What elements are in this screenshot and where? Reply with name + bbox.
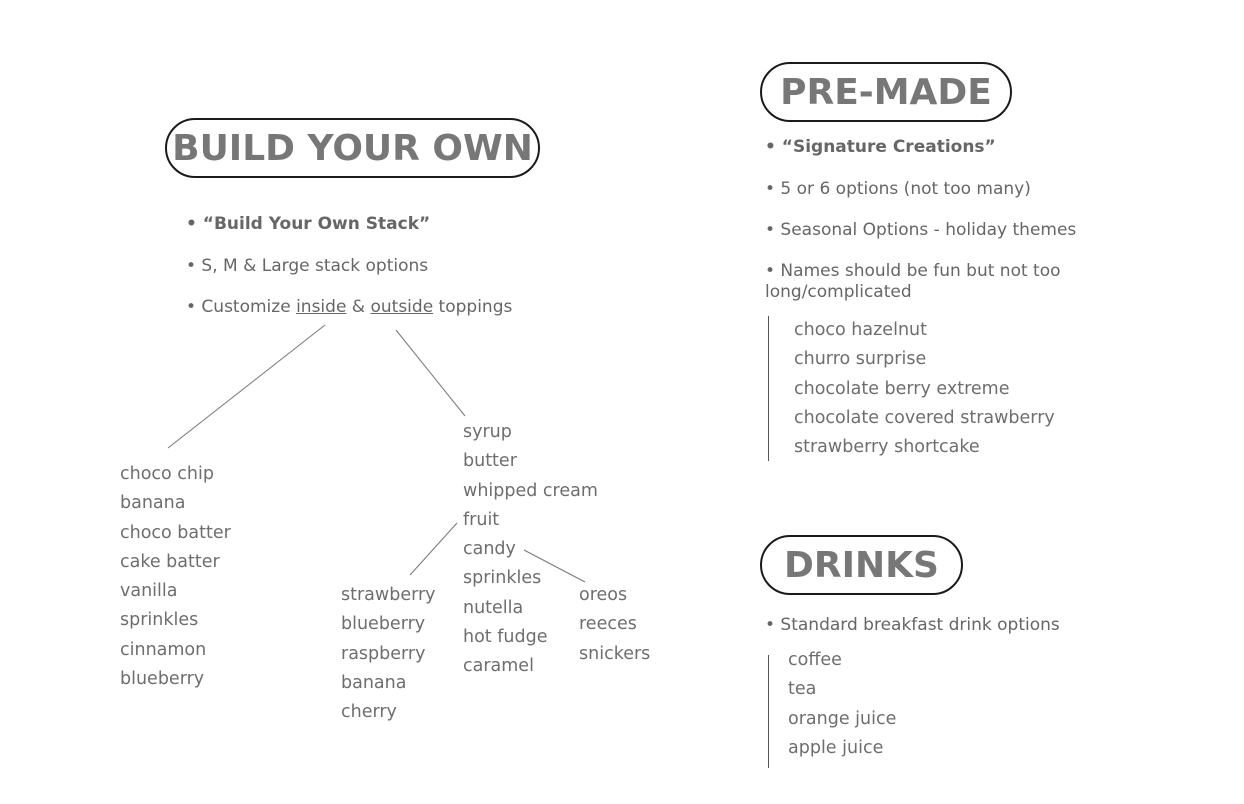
list-item: sprinkles xyxy=(463,568,542,589)
fruit-options-list: strawberry blueberry raspberry banana ch… xyxy=(341,581,436,727)
pre-made-title: PRE-MADE xyxy=(780,71,992,113)
premade-options-divider xyxy=(768,316,769,461)
list-item: choco hazelnut xyxy=(794,320,927,340)
inside-toppings-list: choco chip banana choco batter cake batt… xyxy=(120,460,231,694)
customize-amp: & xyxy=(346,297,371,317)
list-item: nutella xyxy=(463,597,524,618)
drinks-title: DRINKS xyxy=(784,544,939,586)
list-item: snickers xyxy=(579,643,651,664)
list-item: whipped cream xyxy=(463,480,598,501)
list-item: choco batter xyxy=(120,522,231,543)
outside-toppings-list: syrup butter whipped cream fruit candy s… xyxy=(463,418,598,682)
pre-made-header: PRE-MADE xyxy=(760,62,1012,122)
list-item: chocolate berry extreme xyxy=(794,378,1010,399)
candy-options-list: oreos reeces snickers xyxy=(579,581,650,669)
connector-candy xyxy=(523,549,586,583)
drinks-bullet-standard: • Standard breakfast drink options xyxy=(765,615,1060,635)
list-item: coffee xyxy=(788,650,842,670)
build-bullet-sizes: • S, M & Large stack options xyxy=(186,256,429,276)
list-item: raspberry xyxy=(341,643,426,664)
list-item: oreos xyxy=(579,585,628,605)
list-item: cake batter xyxy=(120,551,220,572)
list-item: cherry xyxy=(341,702,397,723)
list-item: hot fudge xyxy=(463,627,548,648)
list-item: sprinkles xyxy=(120,610,199,631)
customize-suffix: toppings xyxy=(433,297,513,317)
drinks-options-divider xyxy=(768,655,769,768)
list-item: strawberry xyxy=(341,585,436,605)
connector-fruit xyxy=(409,522,458,576)
build-bullet-customize: • Customize inside & outside toppings xyxy=(186,297,512,317)
premade-bullet-signature: • “Signature Creations” xyxy=(765,137,996,157)
list-item: chocolate covered strawberry xyxy=(794,407,1055,428)
list-item: blueberry xyxy=(120,669,205,690)
list-item: butter xyxy=(463,451,517,472)
premade-bullet-seasonal: • Seasonal Options - holiday themes xyxy=(765,220,1077,240)
list-item: strawberry shortcake xyxy=(794,437,980,458)
drinks-header: DRINKS xyxy=(760,535,963,595)
list-item: choco chip xyxy=(120,464,214,484)
list-item: apple juice xyxy=(788,737,884,758)
build-bullet-stack: • “Build Your Own Stack” xyxy=(186,214,431,234)
list-item: orange juice xyxy=(788,708,897,729)
customize-inside: inside xyxy=(296,297,347,317)
premade-bullet-count: • 5 or 6 options (not too many) xyxy=(765,179,1031,199)
build-your-own-header: BUILD YOUR OWN xyxy=(165,118,540,178)
premade-options-list: choco hazelnut churro surprise chocolate… xyxy=(794,316,1055,462)
list-item: blueberry xyxy=(341,614,426,635)
customize-outside: outside xyxy=(370,297,434,317)
connector-outside xyxy=(395,329,466,417)
connector-inside xyxy=(167,324,326,449)
customize-prefix: • Customize xyxy=(186,297,297,317)
list-item: reeces xyxy=(579,614,637,635)
drinks-options-list: coffee tea orange juice apple juice xyxy=(788,646,896,763)
list-item: caramel xyxy=(463,656,534,677)
build-your-own-title: BUILD YOUR OWN xyxy=(172,127,533,169)
list-item: cinnamon xyxy=(120,639,207,660)
list-item: syrup xyxy=(463,422,512,442)
list-item: banana xyxy=(120,493,186,514)
list-item: vanilla xyxy=(120,581,178,602)
list-item: banana xyxy=(341,672,407,693)
list-item: churro surprise xyxy=(794,349,927,370)
premade-bullet-names: • Names should be fun but not too long/c… xyxy=(765,261,1061,302)
list-item: fruit xyxy=(463,509,500,530)
list-item: candy xyxy=(463,539,516,560)
list-item: tea xyxy=(788,679,817,700)
